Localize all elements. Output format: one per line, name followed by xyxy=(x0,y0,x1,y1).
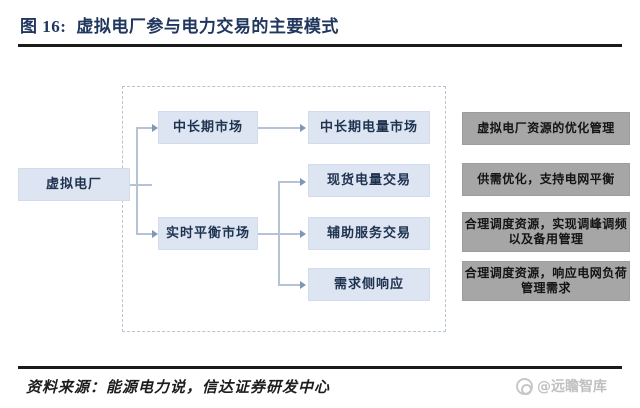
figure-title-text: 虚拟电厂参与电力交易的主要模式 xyxy=(76,17,339,36)
node-label: 合理调度资源，实现调峰调频以及备用管理 xyxy=(464,217,628,246)
node-spot-volume-trade: 现货电量交易 xyxy=(308,164,430,197)
arrow-to-midterm-market xyxy=(152,124,158,132)
source-note: 资料来源：能源电力说，信达证券研发中心 xyxy=(26,380,331,396)
connector-to-realtime-market xyxy=(136,233,154,235)
node-realtime-balancing-market: 实时平衡市场 xyxy=(158,217,258,250)
node-midterm-market: 中长期市场 xyxy=(158,111,258,144)
header-divider xyxy=(18,44,622,47)
node-virtual-power-plant: 虚拟电厂 xyxy=(18,168,130,201)
node-label: 辅助服务交易 xyxy=(326,225,411,241)
connector-to-demand-response xyxy=(278,284,302,286)
watermark-logo-icon xyxy=(516,377,533,395)
node-label: 中长期电量市场 xyxy=(319,119,418,135)
connector-to-ancillary-service-trade xyxy=(278,233,302,235)
node-label: 现货电量交易 xyxy=(326,172,411,188)
node-label: 虚拟电厂资源的优化管理 xyxy=(477,121,615,135)
arrow-to-realtime-market xyxy=(152,230,158,238)
node-label: 中长期市场 xyxy=(172,119,243,135)
watermark: @远瞻智库 xyxy=(516,376,607,396)
connector-root-out xyxy=(130,184,152,186)
page-title: 图 16: 虚拟电厂参与电力交易的主要模式 xyxy=(20,12,339,37)
connector-realtime-out xyxy=(258,233,280,235)
node-demand-response: 需求侧响应 xyxy=(308,268,430,301)
node-label: 供需优化，支持电网平衡 xyxy=(477,172,615,186)
node-outcome-supply-demand-balance: 供需优化，支持电网平衡 xyxy=(462,163,630,196)
node-midterm-volume-market: 中长期电量市场 xyxy=(308,111,430,144)
node-ancillary-service-trade: 辅助服务交易 xyxy=(308,217,430,250)
connector-to-midterm-market xyxy=(136,127,154,129)
market-group-region xyxy=(122,86,446,332)
arrow-to-demand-response xyxy=(300,281,306,289)
connector-to-spot-volume-trade xyxy=(278,181,302,183)
node-outcome-grid-load-management: 合理调度资源，响应电网负荷管理需求 xyxy=(462,261,630,301)
connector-midterm-to-transaction xyxy=(258,127,302,129)
node-outcome-resource-optimization: 虚拟电厂资源的优化管理 xyxy=(462,112,630,145)
arrow-to-spot-volume-trade xyxy=(300,178,306,186)
node-label: 虚拟电厂 xyxy=(45,176,102,192)
watermark-text: @远瞻智库 xyxy=(537,379,607,395)
arrow-to-ancillary-service-trade xyxy=(300,230,306,238)
arrow-to-midterm-volume-market xyxy=(300,124,306,132)
connector-root-trunk xyxy=(136,128,138,234)
node-label: 需求侧响应 xyxy=(333,276,404,292)
figure-number: 图 16: xyxy=(20,17,67,36)
footer-divider xyxy=(18,366,622,369)
node-outcome-peak-frequency-regulation: 合理调度资源，实现调峰调频以及备用管理 xyxy=(462,212,630,252)
node-label: 合理调度资源，响应电网负荷管理需求 xyxy=(464,266,628,295)
node-label: 实时平衡市场 xyxy=(165,225,250,241)
